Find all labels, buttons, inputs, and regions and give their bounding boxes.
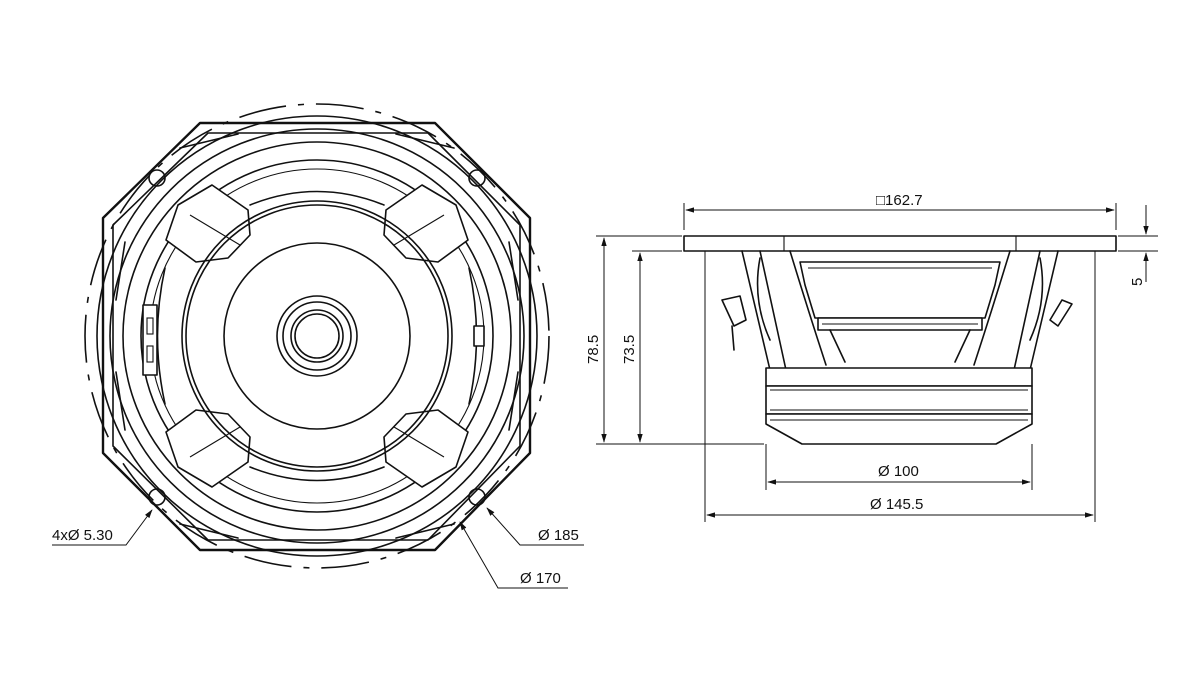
frame-square-label: □162.7 [876, 192, 923, 209]
front-view-callouts: 4xØ 5.30 Ø 185 Ø 170 [52, 507, 584, 589]
magnet-diameter-label: Ø 100 [878, 463, 919, 480]
dust-cap [276, 295, 358, 377]
mount-depth-label: 73.5 [621, 335, 638, 364]
flange-thickness-label: 5 [1129, 278, 1146, 286]
mount-hole-top-right [468, 169, 486, 187]
outer-diameter-label: Ø 185 [538, 527, 579, 544]
terminal-right [473, 325, 485, 347]
frame-spokes [165, 184, 469, 488]
overall-depth-label: 78.5 [585, 335, 602, 364]
outer-diameter-circle [84, 103, 550, 569]
cone-edge [181, 200, 453, 472]
side-view-dimensions: □162.7 5 78.5 73.5 Ø 100 Ø 145.5 [585, 192, 1158, 522]
mount-hole-top-left [148, 169, 166, 187]
hole-callout-label: 4xØ 5.30 [52, 527, 113, 544]
flange [683, 235, 1117, 252]
mount-hole-bottom-right [468, 488, 486, 506]
terminal-left [142, 304, 158, 376]
back-plate [765, 413, 1033, 445]
front-view [84, 103, 550, 569]
side-view [683, 235, 1117, 445]
top-plate [765, 367, 1033, 387]
mount-hole-bottom-left [148, 488, 166, 506]
bolt-circle-label: Ø 170 [520, 570, 561, 587]
cone-profile [799, 261, 1001, 319]
cutout-diameter-label: Ø 145.5 [870, 496, 923, 513]
